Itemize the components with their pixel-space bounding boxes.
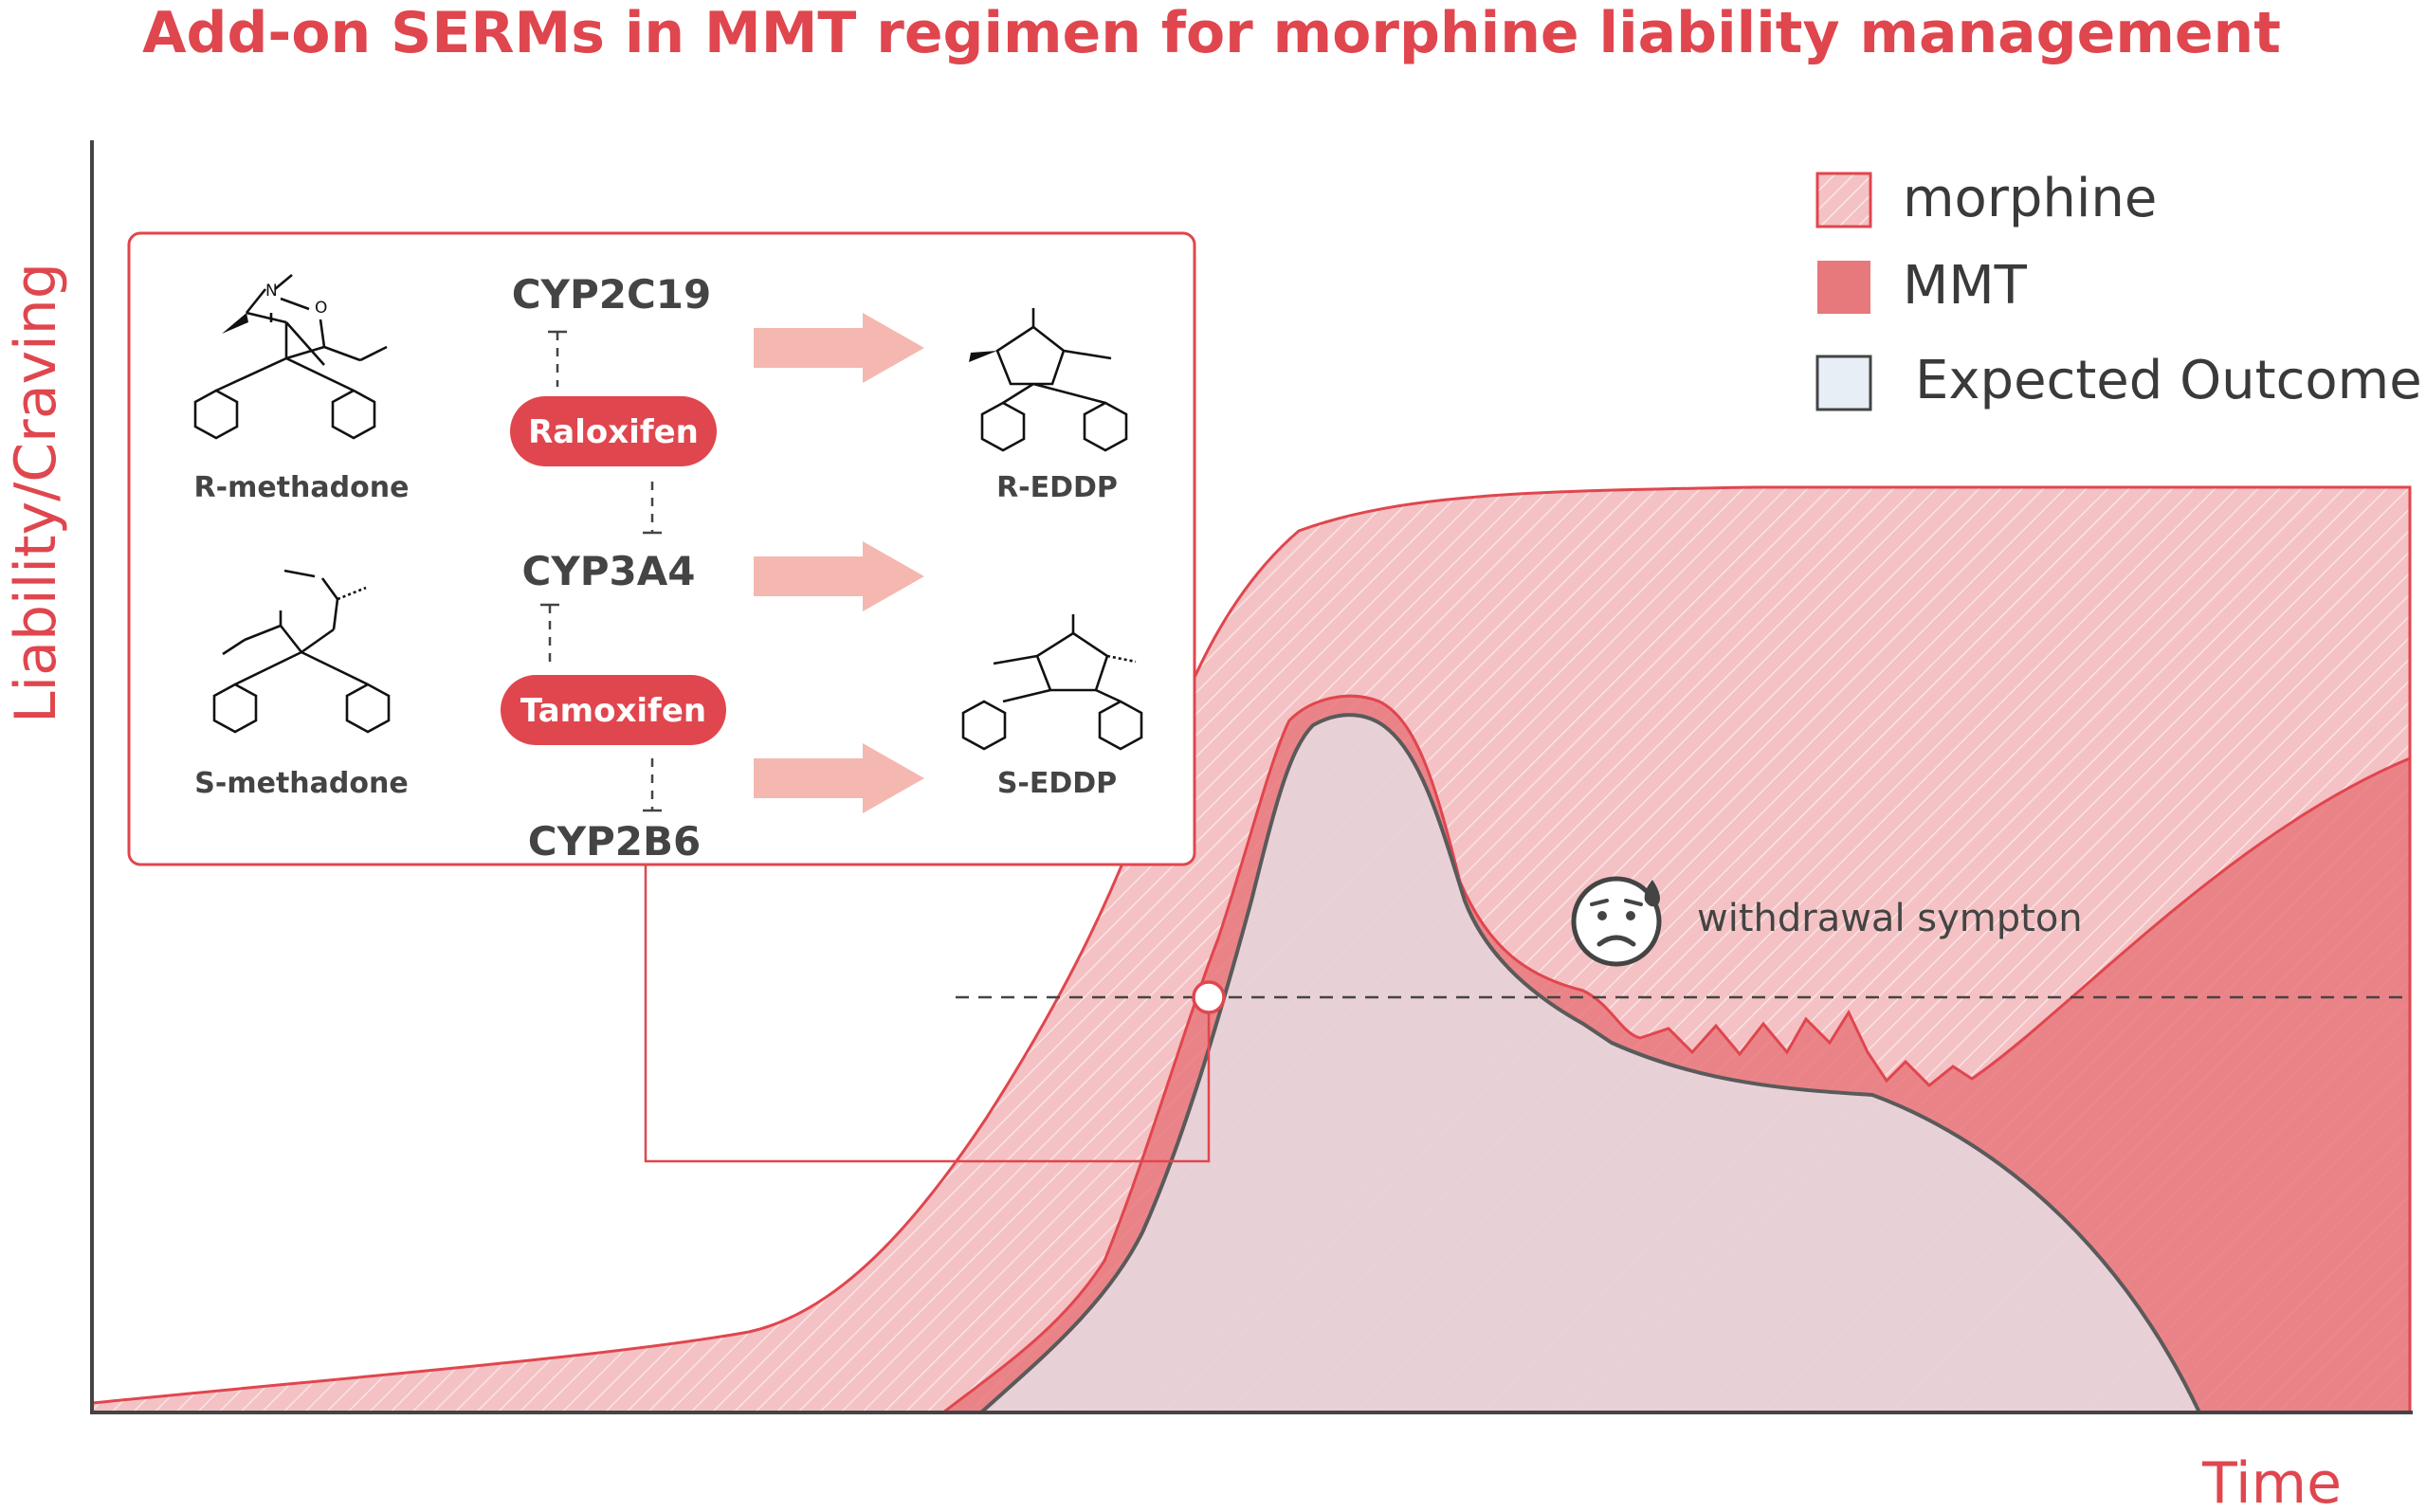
sad-sweating-face-icon [1571, 876, 1662, 967]
metabolism-inset: CYP2C19 CYP3A4 CYP2B6 Raloxifen Tamoxife… [127, 231, 1196, 866]
legend-label-mmt: MMT [1903, 255, 2028, 317]
withdrawal-annotation: withdrawal sympton [1571, 876, 2083, 967]
withdrawal-label: withdrawal sympton [1697, 897, 2083, 940]
legend-swatch-morphine [1815, 172, 1872, 228]
legend-swatch-mmt [1817, 261, 1870, 314]
atom-n: N [265, 282, 278, 301]
x-axis-title: Time [2201, 1450, 2342, 1512]
legend-label-morphine: morphine [1903, 168, 2157, 229]
y-axis-title: Liability/Craving [3, 263, 69, 723]
enzyme-cyp3a4: CYP3A4 [522, 548, 696, 594]
inset-connector-line [644, 865, 1211, 1163]
inset-box [127, 231, 1196, 866]
compound-s-methadone: S-methadone [194, 767, 408, 800]
plot-area [90, 485, 2412, 1414]
arrow-middle [754, 541, 924, 611]
drug-raloxifen: Raloxifen [510, 396, 717, 466]
s-methadone-structure [212, 569, 391, 734]
threshold-crossing-marker [1192, 980, 1226, 1014]
r-methadone-structure: N O [193, 274, 388, 440]
expected-outcome-area [976, 713, 2203, 1414]
legend-label-expected: Expected Outcome [1915, 350, 2422, 411]
enzyme-cyp2b6: CYP2B6 [528, 818, 701, 865]
legend: morphine MMT Expected Outcome [1815, 168, 2422, 411]
enzyme-cyp2c19: CYP2C19 [512, 271, 712, 318]
drug-tamoxifen: Tamoxifen [501, 675, 726, 745]
arrow-top [754, 313, 924, 383]
metabolism-arrows [754, 313, 924, 813]
figure-title: Add-on SERMs in MMT regimen for morphine… [142, 0, 2281, 66]
drug-tamoxifen-label: Tamoxifen [520, 692, 706, 730]
compound-r-eddp: R-EDDP [996, 471, 1118, 504]
compound-s-eddp: S-EDDP [997, 767, 1117, 800]
s-eddp-structure [961, 614, 1143, 751]
legend-swatch-expected [1815, 355, 1872, 411]
r-eddp-structure [969, 308, 1128, 452]
atom-o: O [315, 299, 327, 318]
drug-raloxifen-label: Raloxifen [528, 413, 699, 451]
inhibition-marks [540, 330, 662, 812]
arrow-bottom [754, 743, 924, 813]
compound-r-methadone: R-methadone [194, 471, 410, 504]
